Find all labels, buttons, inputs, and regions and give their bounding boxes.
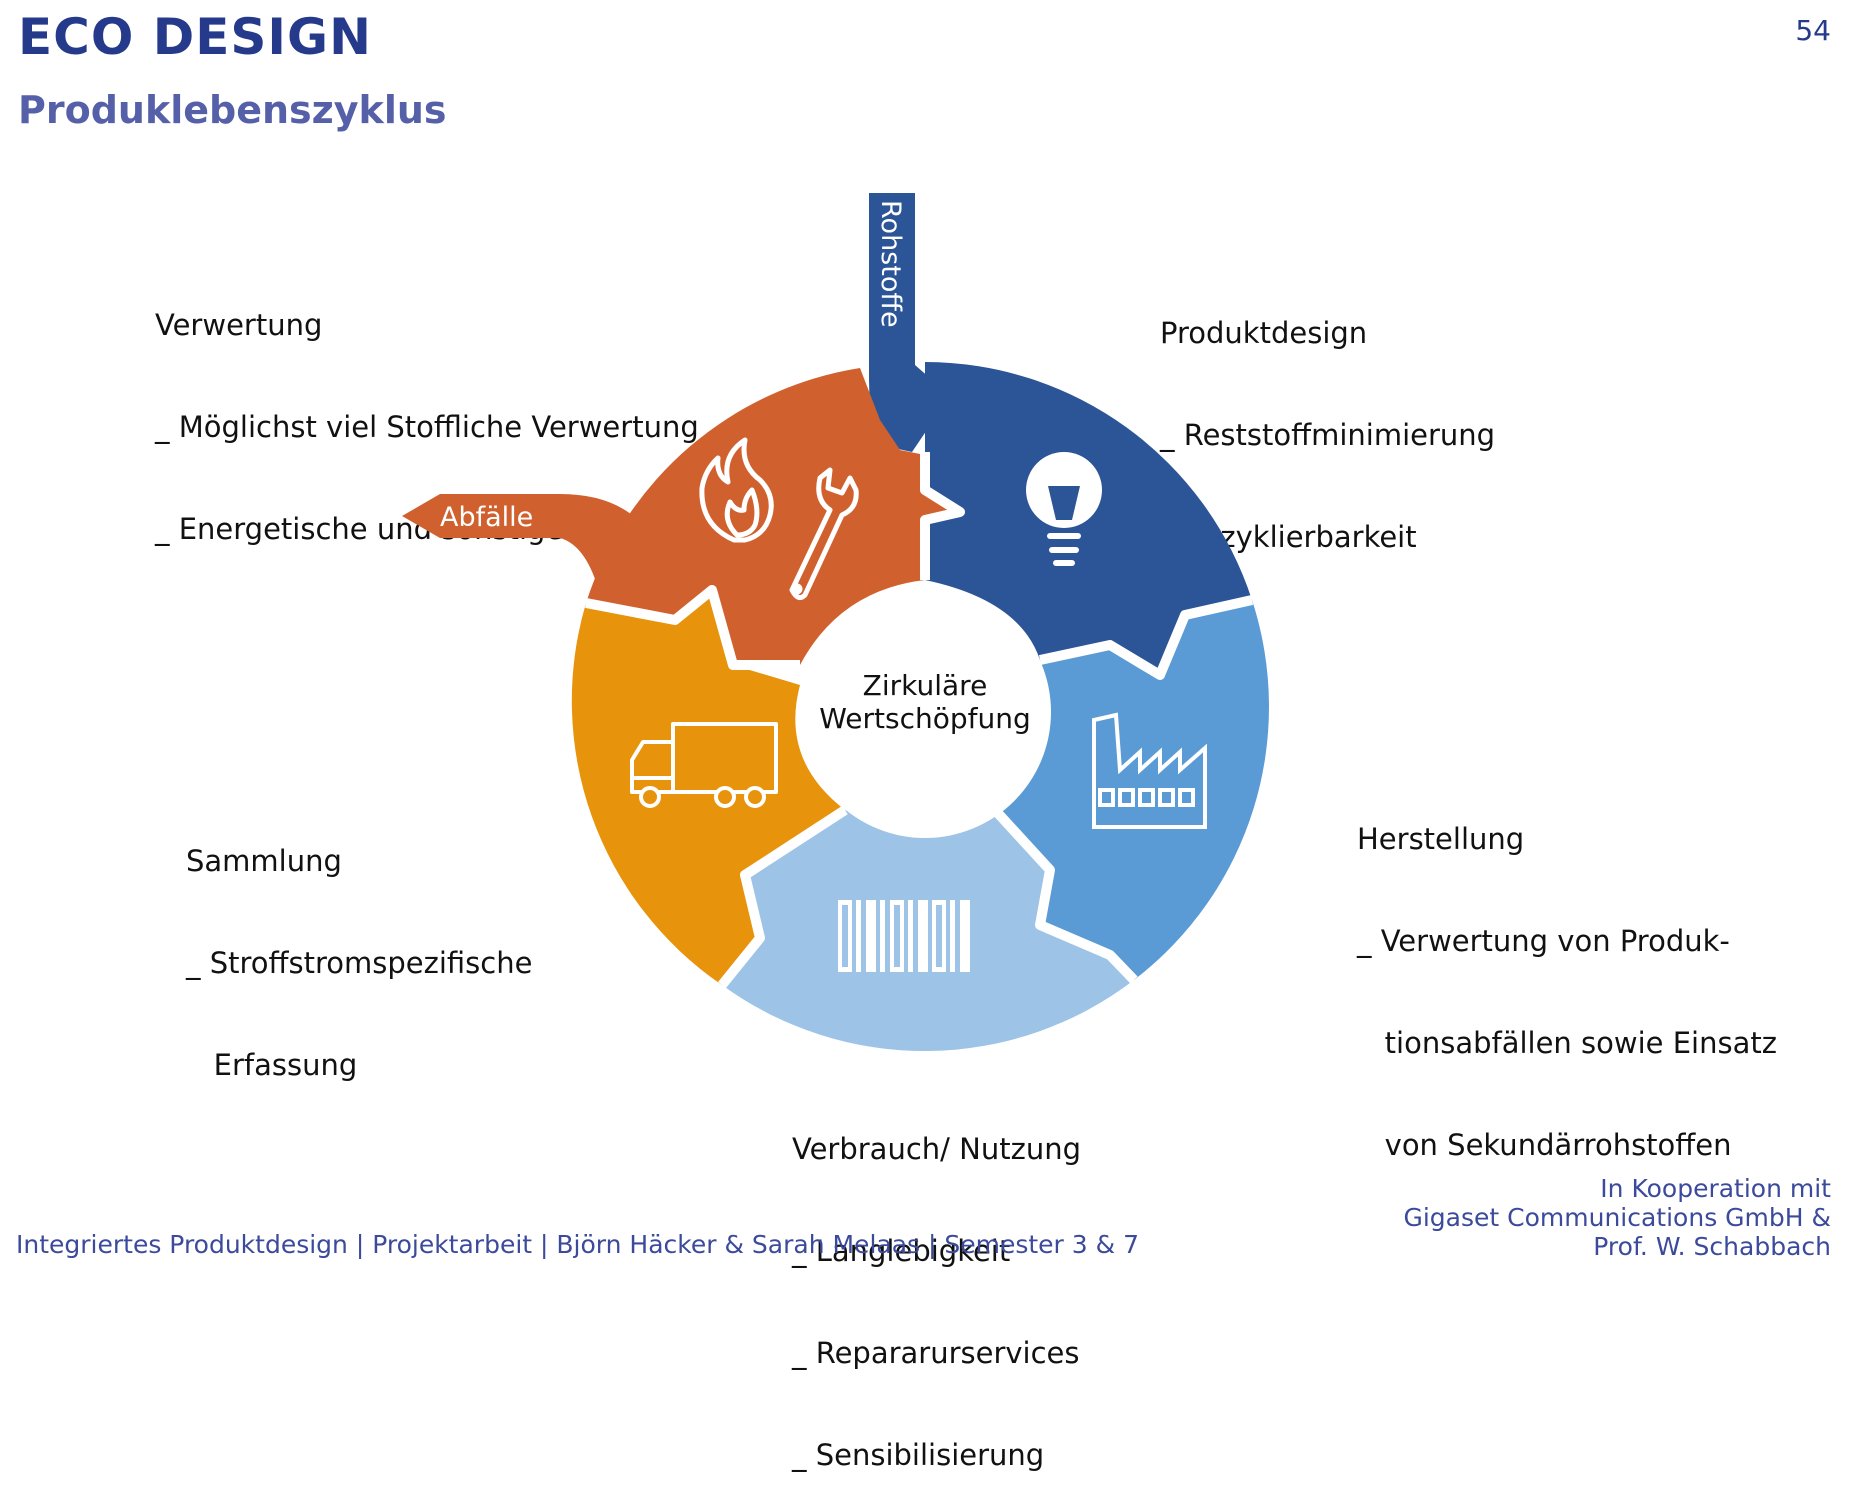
stage-line: _ Verwertung von Produk- bbox=[1357, 924, 1730, 958]
slide-subtitle: Produklebenszyklus bbox=[18, 88, 447, 132]
stage-line: _ Reststoffminimierung bbox=[1160, 418, 1496, 452]
center-circle bbox=[799, 586, 1051, 838]
stage-line: tionsabfällen sowie Einsatz bbox=[1357, 1026, 1777, 1060]
stage-text-herstellung: Herstellung _ Verwertung von Produk- tio… bbox=[1357, 754, 1777, 1196]
stage-title: Produktdesign bbox=[1160, 316, 1368, 350]
barcode-icon bbox=[838, 900, 970, 972]
stage-line: Erfassung bbox=[186, 1048, 358, 1082]
lightbulb-icon bbox=[1026, 452, 1102, 566]
center-label-line2: Wertschöpfung bbox=[819, 702, 1031, 735]
lifecycle-diagram: Rohstoffe Abfälle Zirkuläre Wertschöpfun… bbox=[402, 193, 1269, 1052]
stage-line: _ Möglichst viel Stoffliche Verwertung bbox=[155, 410, 699, 444]
stage-title: Verwertung bbox=[155, 308, 323, 342]
segment-verwertung bbox=[586, 368, 960, 665]
segment-separators bbox=[585, 452, 1254, 989]
truck-icon bbox=[630, 722, 778, 808]
stage-title: Sammlung bbox=[186, 844, 342, 878]
stage-line: _ Sensibilisierung bbox=[792, 1438, 1045, 1472]
footer-cooperation-line: Gigaset Communications GmbH & bbox=[1403, 1203, 1831, 1232]
barcode-gaps bbox=[842, 905, 942, 967]
stage-line: _ Repararurservices bbox=[792, 1336, 1080, 1370]
center-label-line1: Zirkuläre bbox=[863, 669, 988, 702]
slide-title: ECO DESIGN bbox=[18, 8, 372, 66]
abfaelle-label: Abfälle bbox=[440, 502, 533, 533]
stage-text-sammlung: Sammlung _ Stroffstromspezifische Erfass… bbox=[186, 776, 532, 1116]
stage-line: _ Stroffstromspezifische bbox=[186, 946, 533, 980]
footer-cooperation: In Kooperation mit Gigaset Communication… bbox=[1403, 1174, 1831, 1261]
page-number: 54 bbox=[1795, 14, 1831, 47]
footer-credits: Integriertes Produktdesign | Projektarbe… bbox=[16, 1230, 1139, 1259]
stage-title: Herstellung bbox=[1357, 822, 1525, 856]
footer-cooperation-line: Prof. W. Schabbach bbox=[1593, 1232, 1831, 1261]
stage-title: Verbrauch/ Nutzung bbox=[792, 1132, 1081, 1166]
stage-line: von Sekundärrohstoffen bbox=[1357, 1128, 1732, 1162]
rohstoffe-label: Rohstoffe bbox=[875, 200, 906, 328]
flame-and-wrench-icon bbox=[699, 437, 859, 601]
factory-icon bbox=[1092, 712, 1207, 829]
abfaelle-arrow bbox=[402, 494, 650, 588]
footer-cooperation-line: In Kooperation mit bbox=[1600, 1174, 1831, 1203]
segment-sammlung bbox=[571, 590, 845, 985]
